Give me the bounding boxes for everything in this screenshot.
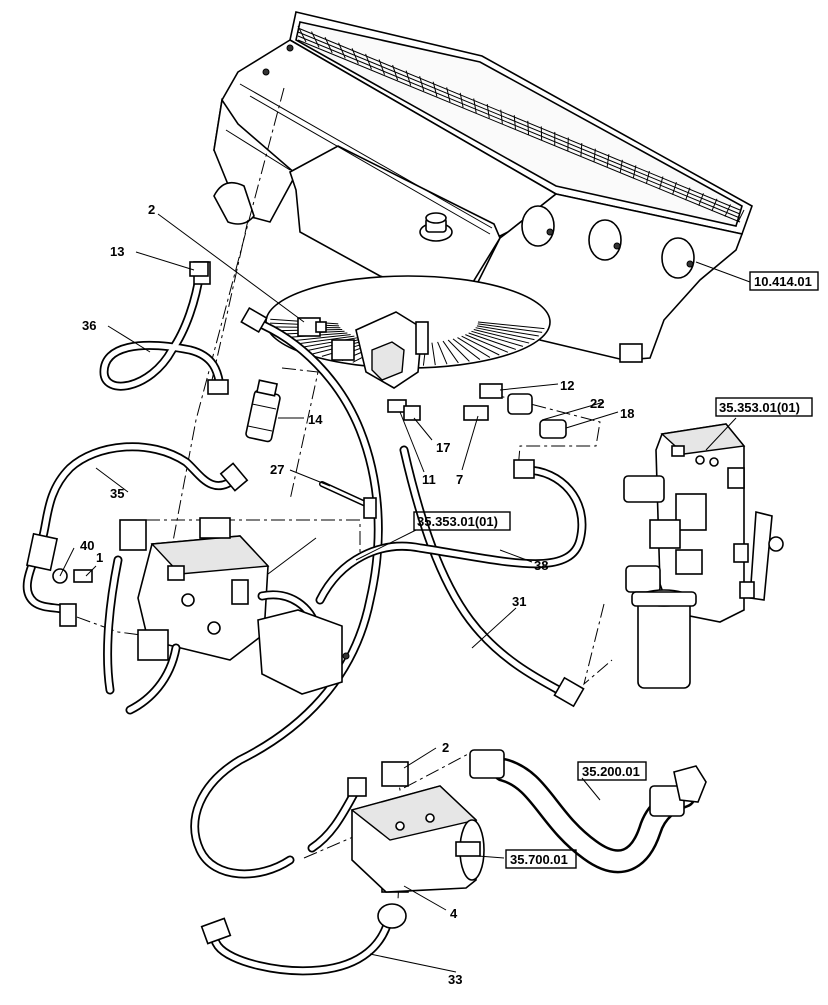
callout-22: 22 bbox=[590, 396, 604, 411]
radiator-cooler-assembly bbox=[214, 12, 752, 388]
callout-12: 12 bbox=[560, 378, 574, 393]
valve-block-right bbox=[624, 424, 783, 688]
callout-31: 31 bbox=[512, 594, 526, 609]
callout-2-top: 2 bbox=[148, 202, 155, 217]
valve-block-left bbox=[108, 518, 349, 710]
callout-33: 33 bbox=[448, 972, 462, 987]
callout-11: 11 bbox=[422, 472, 436, 487]
ref-35-353-01-right: 35.353.01(01) bbox=[719, 400, 800, 415]
callout-36: 36 bbox=[82, 318, 96, 333]
filter-14 bbox=[245, 380, 280, 442]
callout-7: 7 bbox=[456, 472, 463, 487]
ref-35-700-01: 35.700.01 bbox=[510, 852, 568, 867]
callout-27: 27 bbox=[270, 462, 284, 477]
callout-38: 38 bbox=[534, 558, 548, 573]
callout-2-bottom: 2 bbox=[442, 740, 449, 755]
callout-4: 4 bbox=[450, 906, 458, 921]
callout-17: 17 bbox=[436, 440, 450, 455]
ref-35-353-01-left: 35.353.01(01) bbox=[417, 514, 498, 529]
callout-40: 40 bbox=[80, 538, 94, 553]
ref-10-414-01: 10.414.01 bbox=[754, 274, 812, 289]
callout-14: 14 bbox=[308, 412, 323, 427]
hose-33 bbox=[202, 904, 406, 971]
thin-line-27 bbox=[322, 484, 376, 518]
callout-18: 18 bbox=[620, 406, 634, 421]
ref-35-200-01: 35.200.01 bbox=[582, 764, 640, 779]
pump-35-700-01 bbox=[352, 786, 484, 892]
callout-35: 35 bbox=[110, 486, 124, 501]
hose-36 bbox=[104, 262, 228, 394]
callout-1: 1 bbox=[96, 550, 103, 565]
callout-13: 13 bbox=[110, 244, 124, 259]
